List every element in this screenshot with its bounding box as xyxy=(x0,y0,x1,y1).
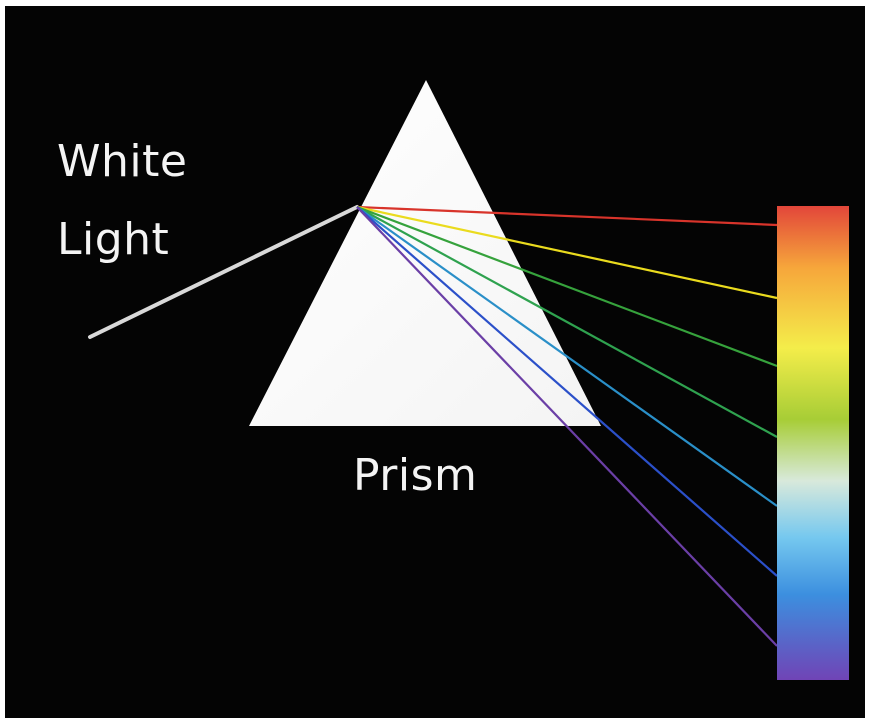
prism-label: Prism xyxy=(353,454,477,498)
spectrum-bar-icon xyxy=(777,206,849,680)
dispersed-rays xyxy=(357,207,777,646)
prism-diagram xyxy=(5,6,865,718)
diagram-frame: White Light Prism xyxy=(5,6,865,718)
white-light-label-line1: White xyxy=(57,140,187,184)
white-light-label-line2: Light xyxy=(57,218,169,262)
ray-violet xyxy=(357,207,777,646)
